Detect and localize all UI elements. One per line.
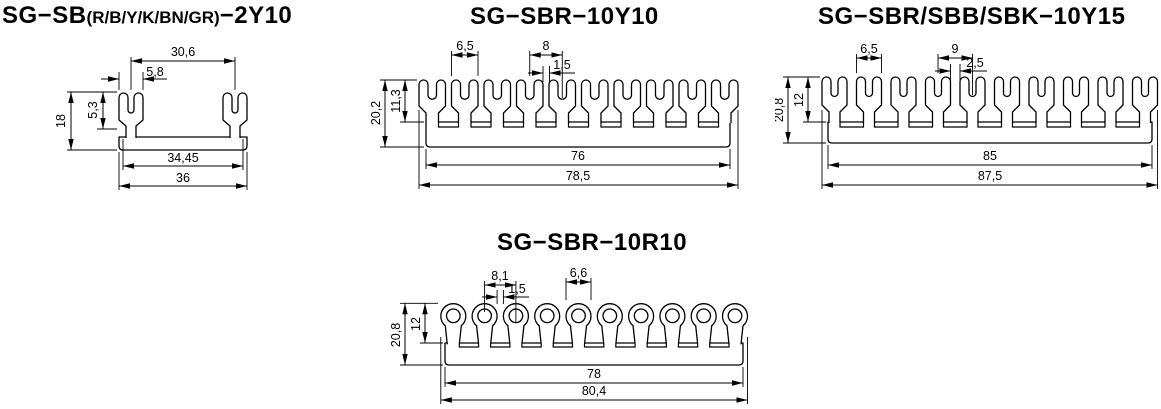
fork-terminal-icon bbox=[1028, 76, 1055, 124]
connection-bar bbox=[827, 121, 1153, 144]
figure1-title-suffix: −2Y10 bbox=[219, 2, 293, 29]
figure1-drawing: 30,6 5,8 18 5,3 34,45 36 bbox=[55, 45, 248, 190]
fork-terminal-icon bbox=[1062, 76, 1090, 124]
ring-terminal-icon bbox=[659, 303, 686, 345]
dim-pitch: 9 bbox=[952, 42, 959, 56]
dim-fork-width: 6,5 bbox=[456, 40, 473, 53]
fork-terminal-icon bbox=[993, 76, 1021, 124]
dim-terminal-height: 12 bbox=[409, 317, 423, 331]
dim-slot-depth: 5,3 bbox=[86, 101, 100, 118]
figure1-dimension-lines bbox=[68, 58, 247, 189]
dim-overall-height: 20,2 bbox=[370, 101, 383, 125]
fork-terminal-icon bbox=[890, 76, 917, 124]
dim-bar-width: 36 bbox=[176, 171, 190, 185]
dim-overall-height: 20,8 bbox=[390, 323, 403, 347]
figure2-part-outline bbox=[418, 79, 739, 148]
dim-bar-width: 76 bbox=[571, 149, 585, 163]
dim-bar-width: 85 bbox=[983, 149, 997, 163]
fork-terminal-icon bbox=[678, 79, 707, 124]
ring-terminal-icon bbox=[627, 303, 655, 345]
fork-terminal-icon bbox=[645, 79, 674, 124]
dim-terminal-height: 12 bbox=[792, 93, 806, 107]
ring-terminal-icon bbox=[534, 303, 561, 345]
figure1-title-colors: (R/B/Y/K/BN/GR) bbox=[86, 8, 220, 27]
dim-pitch: 8,1 bbox=[491, 269, 508, 283]
ring-terminal-icon bbox=[440, 303, 467, 345]
figure4-title: SG−SBR−10R10 bbox=[497, 229, 688, 256]
figure2-extension-lines bbox=[380, 51, 739, 189]
figure4-dimension-lines bbox=[402, 279, 748, 403]
dim-bar-width: 78 bbox=[587, 367, 601, 381]
figure4-drawing: 8,1 1,5 6,6 20,8 12 78 80,4 bbox=[390, 266, 749, 404]
fork-terminal-icon bbox=[1131, 76, 1159, 124]
dim-fork-width: 6,5 bbox=[860, 42, 877, 56]
ring-terminal-icon bbox=[690, 303, 717, 345]
figure1-title-prefix: SG−SB bbox=[2, 2, 87, 29]
figure2-dimension-lines bbox=[382, 52, 738, 188]
figure1-part-outline bbox=[118, 92, 248, 151]
dim-bar-top-width: 34,45 bbox=[167, 151, 198, 165]
dim-gap: 2,5 bbox=[966, 56, 983, 70]
figure1-title: SG−SB(R/B/Y/K/BN/GR)−2Y10 bbox=[2, 2, 292, 30]
dim-fork-width: 5,8 bbox=[146, 65, 163, 79]
fork-terminal-icon bbox=[222, 92, 248, 139]
fork-terminal-icon bbox=[710, 79, 739, 124]
connection-bar bbox=[118, 136, 248, 151]
fork-terminal-icon bbox=[418, 79, 447, 124]
dim-overall-height: 20,8 bbox=[775, 98, 786, 122]
connection-bar bbox=[444, 342, 744, 366]
fork-terminal-icon bbox=[580, 79, 609, 124]
figure3-dimension-lines bbox=[785, 55, 1158, 188]
fork-terminal-icon bbox=[515, 79, 544, 124]
figure2-title: SG−SBR−10Y10 bbox=[470, 3, 659, 30]
fork-terminal-icon bbox=[1097, 76, 1124, 124]
figure3-part-outline bbox=[821, 76, 1159, 144]
dim-gap: 1,5 bbox=[508, 282, 525, 296]
fork-terminal-icon bbox=[613, 79, 642, 124]
fork-terminal-icon bbox=[924, 76, 952, 124]
dim-overall-height: 18 bbox=[55, 114, 68, 128]
dim-overall-width: 87,5 bbox=[978, 169, 1002, 183]
ring-terminal-icon bbox=[596, 303, 623, 345]
fork-terminal-icon bbox=[450, 79, 479, 124]
dim-pitch: 8 bbox=[543, 40, 550, 53]
ring-terminal-icon bbox=[565, 303, 592, 345]
fork-terminal-icon bbox=[855, 76, 883, 124]
figure4-part-outline bbox=[440, 303, 749, 366]
dim-overall-width: 78,5 bbox=[566, 169, 590, 183]
fork-terminal-icon bbox=[118, 92, 144, 139]
dim-terminal-height: 11,3 bbox=[389, 89, 403, 112]
fork-terminal-icon bbox=[483, 79, 512, 124]
figure3-title: SG−SBR/SBB/SBK−10Y15 bbox=[818, 3, 1126, 30]
dim-ring-width: 6,6 bbox=[570, 266, 587, 280]
figure3-drawing: 6,5 9 2,5 20,8 12 85 87,5 bbox=[775, 42, 1159, 189]
dim-overall-width: 80,4 bbox=[582, 384, 606, 398]
ring-terminal-icon bbox=[721, 303, 749, 345]
dim-pitch: 30,6 bbox=[171, 45, 195, 59]
figure2-drawing: 6,5 8 1,5 20,2 11,3 76 78,5 bbox=[370, 40, 739, 189]
dim-gap: 1,5 bbox=[553, 58, 570, 72]
fork-terminal-icon bbox=[821, 76, 848, 124]
connection-bar bbox=[425, 121, 731, 148]
